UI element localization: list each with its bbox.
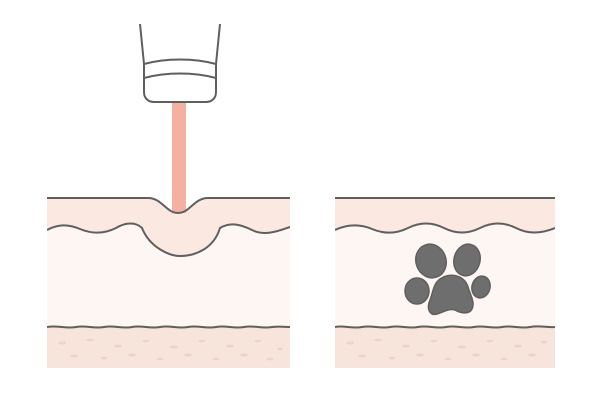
skin-surface-line (47, 197, 290, 215)
subcutis-boundary-line (47, 325, 290, 329)
laser-beam (172, 102, 186, 213)
subcutis-texture (58, 338, 283, 361)
subcutis-texture (346, 338, 548, 361)
dermis-boundary-line (335, 222, 555, 234)
subcutis-layer (47, 326, 290, 368)
paw-toe-pad (453, 243, 481, 277)
paw-toe-pad (404, 277, 430, 305)
paw-print-tattoo-icon (404, 243, 491, 316)
laser-handpiece-icon (139, 23, 221, 103)
laser-treatment-panel (47, 23, 290, 368)
subcutis-layer (335, 326, 555, 368)
tattoo-pigment-panel (335, 197, 555, 368)
paw-toe-pad (471, 275, 491, 299)
dermis-boundary-line (47, 222, 290, 258)
subcutis-boundary-line (335, 325, 555, 329)
paw-toe-pad (415, 243, 447, 279)
paw-main-pad (427, 274, 474, 316)
